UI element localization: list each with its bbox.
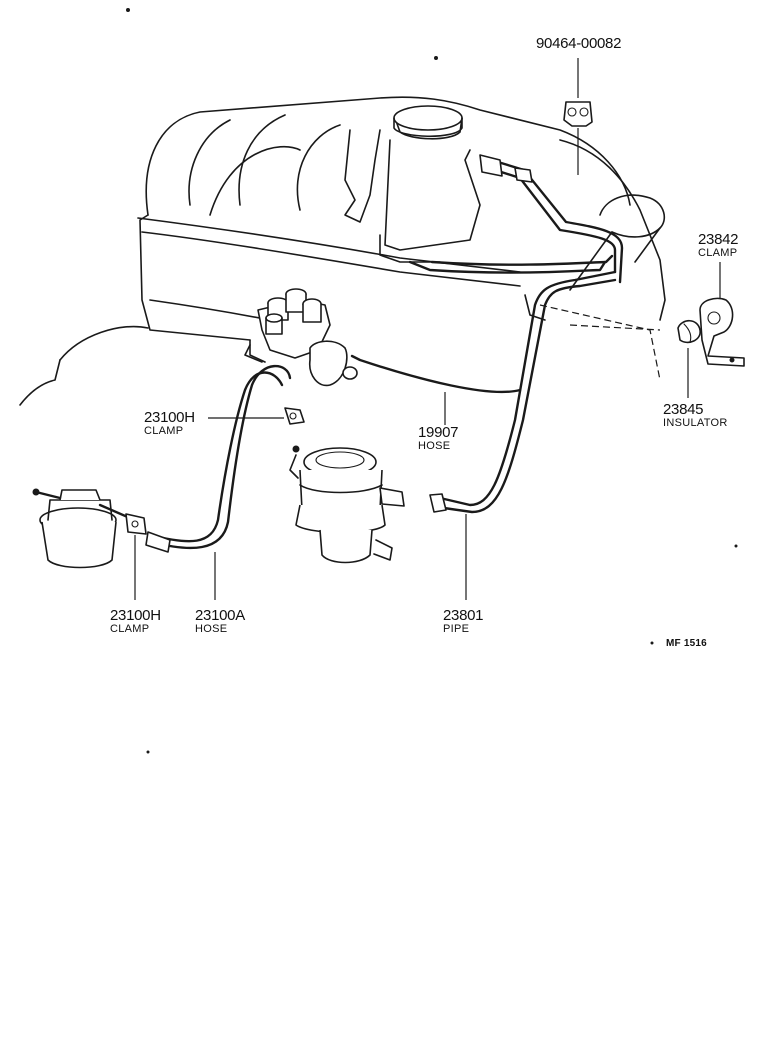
part-number: 90464-00082 [536, 35, 622, 52]
fuel-pump [289, 445, 405, 564]
label-23801-pipe: 23801 PIPE [443, 607, 484, 635]
fuel-filter [32, 488, 132, 569]
part-description: HOSE [195, 623, 228, 635]
clamp-23100h-top [284, 407, 305, 425]
clamp-23842 [699, 297, 745, 367]
part-description: HOSE [418, 440, 451, 452]
insulator-23845 [677, 319, 701, 344]
label-23842-clamp: 23842 CLAMP [698, 231, 739, 259]
scan-specks [126, 8, 738, 754]
part-number: 23100H [144, 409, 195, 426]
label-23100h-clamp-top: 23100H CLAMP [144, 410, 195, 437]
label-23845-insulator: 23845 INSULATOR [663, 402, 728, 429]
label-90464-00082: 90464-00082 [536, 36, 621, 51]
pipe-23801 [408, 154, 624, 514]
part-description: INSULATOR [663, 417, 728, 429]
label-19907-hose: 19907 HOSE [418, 424, 459, 452]
part-number: 23100A [195, 607, 245, 624]
part-number: 23801 [443, 607, 484, 624]
figure-code: MF 1516 [666, 638, 707, 649]
part-description: CLAMP [110, 623, 150, 635]
label-23100a-hose: 23100A HOSE [195, 608, 245, 635]
part-description: CLAMP [698, 247, 738, 259]
clamp-90464-00082 [563, 101, 593, 127]
part-number: 19907 [418, 424, 459, 441]
part-number: 23845 [663, 401, 704, 418]
label-23100h-clamp-bottom: 23100H CLAMP [110, 608, 161, 635]
part-number: 23842 [698, 231, 739, 248]
hose-19907 [350, 354, 522, 394]
distributor [244, 288, 358, 387]
part-number: 23100H [110, 607, 161, 624]
part-description: PIPE [443, 623, 470, 635]
engine-block [19, 96, 666, 406]
hose-23100a [145, 364, 292, 553]
clamp-23100h-bottom [125, 513, 147, 535]
part-description: CLAMP [144, 425, 184, 437]
leader-lines [134, 58, 721, 600]
